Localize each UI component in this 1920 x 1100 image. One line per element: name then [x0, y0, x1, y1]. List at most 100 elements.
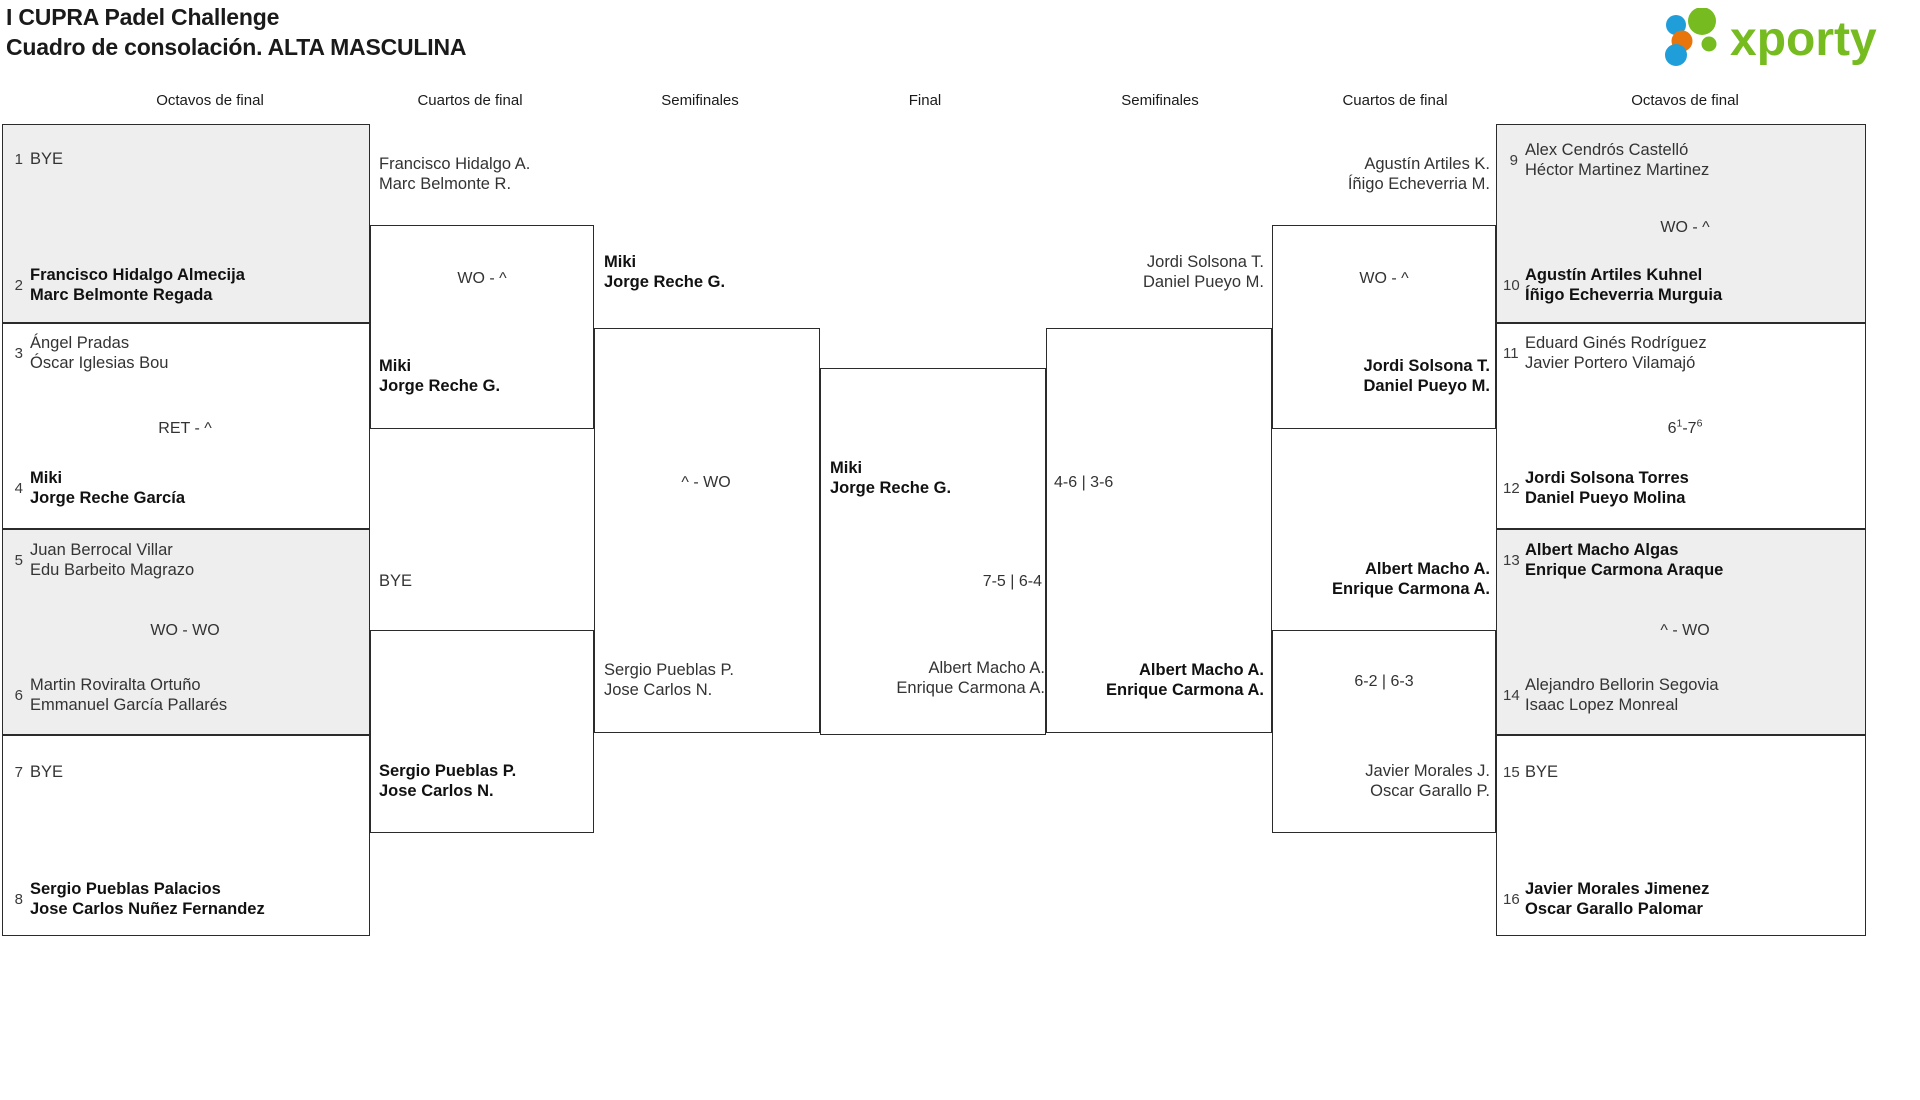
- left-qf-entry-4[interactable]: Sergio Pueblas P. Jose Carlos N.: [379, 762, 594, 802]
- left-r16-match-1-box[interactable]: [2, 124, 370, 323]
- seed-number: 3: [14, 344, 23, 362]
- player-names: Ángel Pradas Óscar Iglesias Bou: [30, 334, 169, 372]
- left-qf-match-2-box[interactable]: [370, 630, 594, 833]
- right-qf-entry-2[interactable]: Jordi Solsona T. Daniel Pueyo M.: [1272, 357, 1490, 397]
- right-r16-match-3-box[interactable]: [1496, 529, 1866, 735]
- right-r16-match-1-box[interactable]: [1496, 124, 1866, 323]
- logo-wordmark: xporty: [1730, 13, 1877, 66]
- player-names: Albert Macho A. Enrique Carmona A.: [1332, 560, 1490, 598]
- seed-number: 7: [14, 763, 23, 781]
- left-r16-entry-5[interactable]: 5 Juan Berrocal Villar Edu Barbeito Magr…: [8, 541, 368, 581]
- right-r16-entry-13[interactable]: 13 Albert Macho Algas Enrique Carmona Ar…: [1503, 541, 1863, 581]
- right-qf-match-1-box[interactable]: [1272, 225, 1496, 429]
- player-names: Jordi Solsona T. Daniel Pueyo M.: [1142, 253, 1264, 291]
- seed-number: 4: [14, 479, 23, 497]
- logo-dot-blue-top: [1666, 15, 1686, 35]
- final-entry-bottom[interactable]: Albert Macho A. Enrique Carmona A.: [830, 659, 1045, 699]
- page-title: I CUPRA Padel Challenge Cuadro de consol…: [6, 2, 466, 63]
- player-names: BYE: [1525, 763, 1559, 781]
- left-r16-entry-3[interactable]: 3 Ángel Pradas Óscar Iglesias Bou: [8, 334, 368, 374]
- right-r16-entry-9[interactable]: 9 Alex Cendrós Castelló Héctor Martinez …: [1503, 141, 1863, 181]
- player-names: Eduard Ginés Rodríguez Javier Portero Vi…: [1525, 334, 1707, 372]
- player-names: Juan Berrocal Villar Edu Barbeito Magraz…: [30, 541, 195, 579]
- left-r16-entry-4[interactable]: 4 Miki Jorge Reche García: [8, 469, 368, 509]
- left-qf-entry-3[interactable]: BYE: [379, 572, 594, 592]
- final-match-box[interactable]: [820, 368, 1046, 735]
- seed-number: 15: [1503, 763, 1520, 781]
- left-r16-entry-6[interactable]: 6 Martin Roviralta Ortuño Emmanuel Garcí…: [8, 676, 368, 716]
- round-label-right-sf: Semifinales: [1121, 92, 1199, 109]
- final-score: 7-5 | 6-4: [982, 573, 1042, 590]
- left-qf-entry-2[interactable]: Miki Jorge Reche G.: [379, 357, 594, 397]
- right-r16-entry-15[interactable]: 15 BYE: [1503, 763, 1863, 783]
- round-label-left-qf: Cuartos de final: [417, 92, 523, 109]
- right-r16-match-4-box[interactable]: [1496, 735, 1866, 936]
- title-line-1: I CUPRA Padel Challenge: [6, 4, 280, 30]
- left-r16-match-4-box[interactable]: [2, 735, 370, 936]
- right-qf-entry-4[interactable]: Javier Morales J. Oscar Garallo P.: [1272, 762, 1490, 802]
- left-r16-score-3: WO - WO: [150, 622, 220, 639]
- player-names: Sergio Pueblas P. Jose Carlos N.: [604, 661, 734, 699]
- right-qf-score-1: WO - ^: [1359, 270, 1409, 287]
- left-sf-match-box[interactable]: [594, 328, 820, 733]
- round-label-left-r16: Octavos de final: [156, 92, 264, 109]
- player-names: Albert Macho A. Enrique Carmona A.: [1106, 661, 1264, 699]
- left-r16-entry-1[interactable]: 1 BYE: [8, 150, 368, 170]
- right-qf-entry-1[interactable]: Agustín Artiles K. Íñigo Echeverria M.: [1272, 155, 1490, 195]
- logo-dot-green-small: [1701, 36, 1717, 52]
- seed-number: 9: [1509, 151, 1518, 169]
- player-names: Sergio Pueblas P. Jose Carlos N.: [379, 762, 517, 800]
- player-names: Francisco Hidalgo Almecija Marc Belmonte…: [30, 266, 245, 304]
- left-qf-match-1-box[interactable]: [370, 225, 594, 429]
- left-r16-entry-7[interactable]: 7 BYE: [8, 763, 368, 783]
- left-r16-match-2-box[interactable]: [2, 323, 370, 529]
- right-qf-match-2-box[interactable]: [1272, 630, 1496, 833]
- player-names: Sergio Pueblas Palacios Jose Carlos Nuñe…: [30, 880, 265, 918]
- seed-number: 16: [1503, 890, 1520, 908]
- left-sf-score: ^ - WO: [681, 474, 731, 491]
- player-names: Alejandro Bellorin Segovia Isaac Lopez M…: [1525, 676, 1719, 714]
- left-qf-entry-1[interactable]: Francisco Hidalgo A. Marc Belmonte R.: [379, 155, 594, 195]
- player-names: BYE: [30, 150, 64, 168]
- player-names: Javier Morales J. Oscar Garallo P.: [1365, 762, 1490, 800]
- left-r16-match-3-box[interactable]: [2, 529, 370, 735]
- seed-number: 8: [14, 890, 23, 908]
- right-qf-score-2: 6-2 | 6-3: [1354, 673, 1414, 690]
- left-sf-entry-2[interactable]: Sergio Pueblas P. Jose Carlos N.: [604, 661, 819, 701]
- right-sf-entry-2[interactable]: Albert Macho A. Enrique Carmona A.: [1046, 661, 1264, 701]
- right-r16-match-2-box[interactable]: [1496, 323, 1866, 529]
- player-names: Miki Jorge Reche García: [30, 469, 185, 507]
- seed-number: 12: [1503, 479, 1520, 497]
- logo-dot-green-large: [1688, 7, 1716, 35]
- right-r16-entry-12[interactable]: 12 Jordi Solsona Torres Daniel Pueyo Mol…: [1503, 469, 1863, 509]
- left-sf-entry-1[interactable]: Miki Jorge Reche G.: [604, 253, 819, 293]
- right-r16-entry-14[interactable]: 14 Alejandro Bellorin Segovia Isaac Lope…: [1503, 676, 1863, 716]
- right-r16-entry-16[interactable]: 16 Javier Morales Jimenez Oscar Garallo …: [1503, 880, 1863, 920]
- score-game-2: -7: [1682, 420, 1697, 437]
- logo-dot-blue-bottom: [1665, 44, 1687, 66]
- score-tiebreak-2: 6: [1696, 417, 1703, 430]
- right-r16-entry-11[interactable]: 11 Eduard Ginés Rodríguez Javier Portero…: [1503, 334, 1863, 374]
- left-r16-entry-8[interactable]: 8 Sergio Pueblas Palacios Jose Carlos Nu…: [8, 880, 368, 920]
- final-entry-top[interactable]: Miki Jorge Reche G.: [830, 459, 1045, 499]
- right-r16-score-2: 61-76: [1520, 417, 1850, 438]
- player-names: Jordi Solsona Torres Daniel Pueyo Molina: [1525, 469, 1689, 507]
- player-names: Albert Macho A. Enrique Carmona A.: [896, 659, 1045, 697]
- right-sf-entry-1[interactable]: Jordi Solsona T. Daniel Pueyo M.: [1046, 253, 1264, 293]
- player-names: Jordi Solsona T. Daniel Pueyo M.: [1363, 357, 1490, 395]
- left-r16-entry-2[interactable]: 2 Francisco Hidalgo Almecija Marc Belmon…: [8, 266, 368, 306]
- xporty-logo: xporty: [1654, 7, 1904, 66]
- right-sf-match-box[interactable]: [1046, 328, 1272, 733]
- seed-number: 6: [14, 686, 23, 704]
- seed-number: 14: [1503, 686, 1520, 704]
- round-label-final: Final: [908, 92, 942, 109]
- player-names: Miki Jorge Reche G.: [604, 253, 726, 291]
- seed-number: 11: [1503, 344, 1519, 362]
- right-r16-entry-10[interactable]: 10 Agustín Artiles Kuhnel Íñigo Echeverr…: [1503, 266, 1863, 306]
- right-qf-entry-3[interactable]: Albert Macho A. Enrique Carmona A.: [1272, 560, 1490, 600]
- seed-number: 13: [1503, 551, 1520, 569]
- player-names: Martin Roviralta Ortuño Emmanuel García …: [30, 676, 228, 714]
- player-names: BYE: [30, 763, 64, 781]
- player-names: Alex Cendrós Castelló Héctor Martinez Ma…: [1525, 141, 1710, 179]
- round-label-right-qf: Cuartos de final: [1342, 92, 1448, 109]
